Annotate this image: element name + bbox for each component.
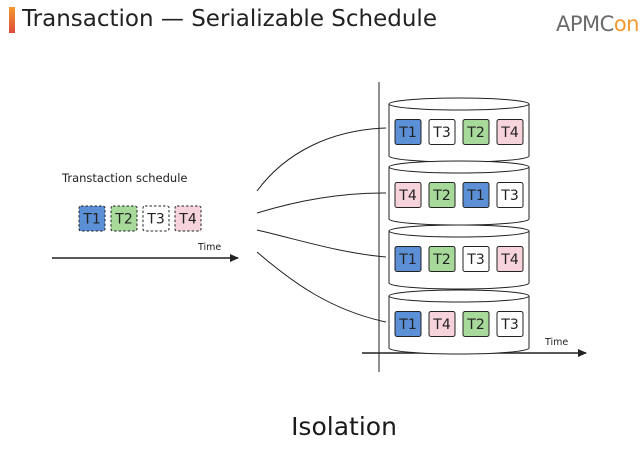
serial-box-label: T2 bbox=[432, 252, 450, 268]
serial-box-label: T1 bbox=[398, 317, 416, 333]
serial-box-t4 bbox=[394, 182, 422, 208]
schedule-box-label: T3 bbox=[146, 212, 164, 228]
serial-box-t3 bbox=[428, 119, 456, 145]
serial-box-t4 bbox=[428, 311, 456, 337]
serial-order-cylinder: T4 T2 T1 T3 bbox=[388, 160, 530, 226]
serial-box-t2 bbox=[462, 119, 490, 145]
serial-time-label: Time bbox=[544, 337, 568, 348]
schedule-box-label: T4 bbox=[178, 212, 197, 228]
schedule-box-t2 bbox=[110, 205, 138, 232]
schedule-box-label: T2 bbox=[114, 212, 132, 228]
schedule-box-t3 bbox=[142, 205, 170, 232]
serial-box-t3 bbox=[496, 182, 524, 208]
serial-box-t2 bbox=[428, 246, 456, 272]
connector-arrow-2 bbox=[256, 192, 387, 214]
logo-text-apm: APMC bbox=[556, 12, 614, 36]
schedule-box-t1 bbox=[78, 205, 106, 232]
schedule-box-label: T1 bbox=[82, 212, 100, 228]
connector-arrow-3 bbox=[256, 229, 387, 258]
serial-order-cylinder: T1 T4 T2 T3 bbox=[388, 289, 530, 355]
apmcon-logo: APMCon bbox=[556, 10, 639, 38]
serial-box-label: T4 bbox=[432, 317, 451, 333]
connector-arrow-1 bbox=[256, 127, 387, 192]
serial-box-label: T1 bbox=[466, 188, 484, 204]
serial-box-t4 bbox=[496, 246, 524, 272]
serial-box-label: T4 bbox=[500, 252, 519, 268]
serial-box-t4 bbox=[496, 119, 524, 145]
accent-bar bbox=[9, 7, 15, 33]
serial-box-label: T3 bbox=[500, 317, 518, 333]
cylinder-top bbox=[388, 289, 530, 303]
serial-box-label: T2 bbox=[432, 188, 450, 204]
schedule-label: Transtaction schedule bbox=[61, 171, 188, 185]
serial-box-t1 bbox=[394, 246, 422, 272]
cylinder-top bbox=[388, 97, 530, 111]
serial-box-t1 bbox=[394, 311, 422, 337]
serial-box-label: T2 bbox=[466, 125, 484, 141]
serial-box-t2 bbox=[428, 182, 456, 208]
serial-box-label: T3 bbox=[432, 125, 450, 141]
serial-order-cylinder: T1 T2 T3 T4 bbox=[388, 224, 530, 290]
slide-title: Transaction — Serializable Schedule bbox=[22, 6, 437, 32]
cylinder-body bbox=[388, 296, 530, 355]
serial-box-label: T1 bbox=[398, 125, 416, 141]
serial-box-t1 bbox=[394, 119, 422, 145]
slide-footer-isolation: Isolation bbox=[291, 412, 397, 441]
serial-box-label: T1 bbox=[398, 252, 416, 268]
logo-text-on: on bbox=[613, 12, 640, 36]
serial-box-t2 bbox=[462, 311, 490, 337]
serial-box-t3 bbox=[462, 246, 490, 272]
serial-box-label: T4 bbox=[398, 188, 417, 204]
schedule-transaction-group: T1 T2 T3 T4 bbox=[78, 205, 202, 232]
serial-box-label: T4 bbox=[500, 125, 519, 141]
serial-box-t1 bbox=[462, 182, 490, 208]
schedule-time-label: Time bbox=[197, 242, 221, 253]
schedule-box-t4 bbox=[174, 205, 202, 232]
cylinder-body bbox=[388, 231, 530, 290]
cylinder-top bbox=[388, 224, 530, 238]
serial-box-label: T3 bbox=[466, 252, 484, 268]
serial-box-t3 bbox=[496, 311, 524, 337]
serial-box-label: T2 bbox=[466, 317, 484, 333]
serial-box-label: T3 bbox=[500, 188, 518, 204]
connector-arrow-4 bbox=[256, 251, 387, 323]
cylinder-top bbox=[388, 160, 530, 174]
serial-order-cylinder: T1 T3 T2 T4 bbox=[388, 97, 530, 163]
